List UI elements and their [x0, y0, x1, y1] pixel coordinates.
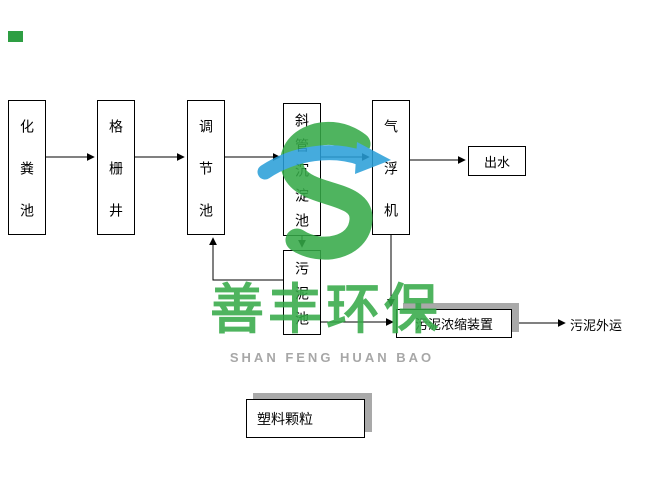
node-septic-tank: 化粪池: [8, 100, 46, 245]
node-sludge-tank-label: 污泥池: [294, 260, 310, 336]
node-septic-tank-label: 化粪池: [19, 118, 35, 245]
node-regulating-tank-label: 调节池: [198, 118, 214, 245]
corner-mark: [8, 31, 23, 42]
node-effluent-label: 出水: [483, 154, 510, 170]
node-plastic-granules: 塑料颗粒: [246, 399, 365, 438]
node-grate-well-label: 格栅井: [108, 118, 124, 245]
sludge-out-label: 污泥外运: [570, 318, 623, 333]
node-sludge-thickening-unit: 污泥浓缩装置: [396, 309, 512, 338]
node-effluent: 出水: [468, 146, 526, 176]
node-inclined-tube-settling-tank: 斜管沉淀池: [283, 103, 321, 238]
node-sludge-thickening-unit-label: 污泥浓缩装置: [414, 317, 493, 332]
node-plastic-granules-label: 塑料颗粒: [257, 410, 313, 427]
arrow-sludge-return-to-regulating: [209, 237, 283, 281]
node-regulating-tank: 调节池: [187, 100, 225, 245]
node-sludge-tank: 污泥池: [283, 250, 321, 336]
node-air-flotation-machine: 气浮机: [372, 100, 410, 245]
node-inclined-tube-settling-tank-label: 斜管沉淀池: [294, 112, 310, 238]
node-air-flotation-machine-label: 气浮机: [383, 118, 399, 245]
node-grate-well: 格栅井: [97, 100, 135, 245]
